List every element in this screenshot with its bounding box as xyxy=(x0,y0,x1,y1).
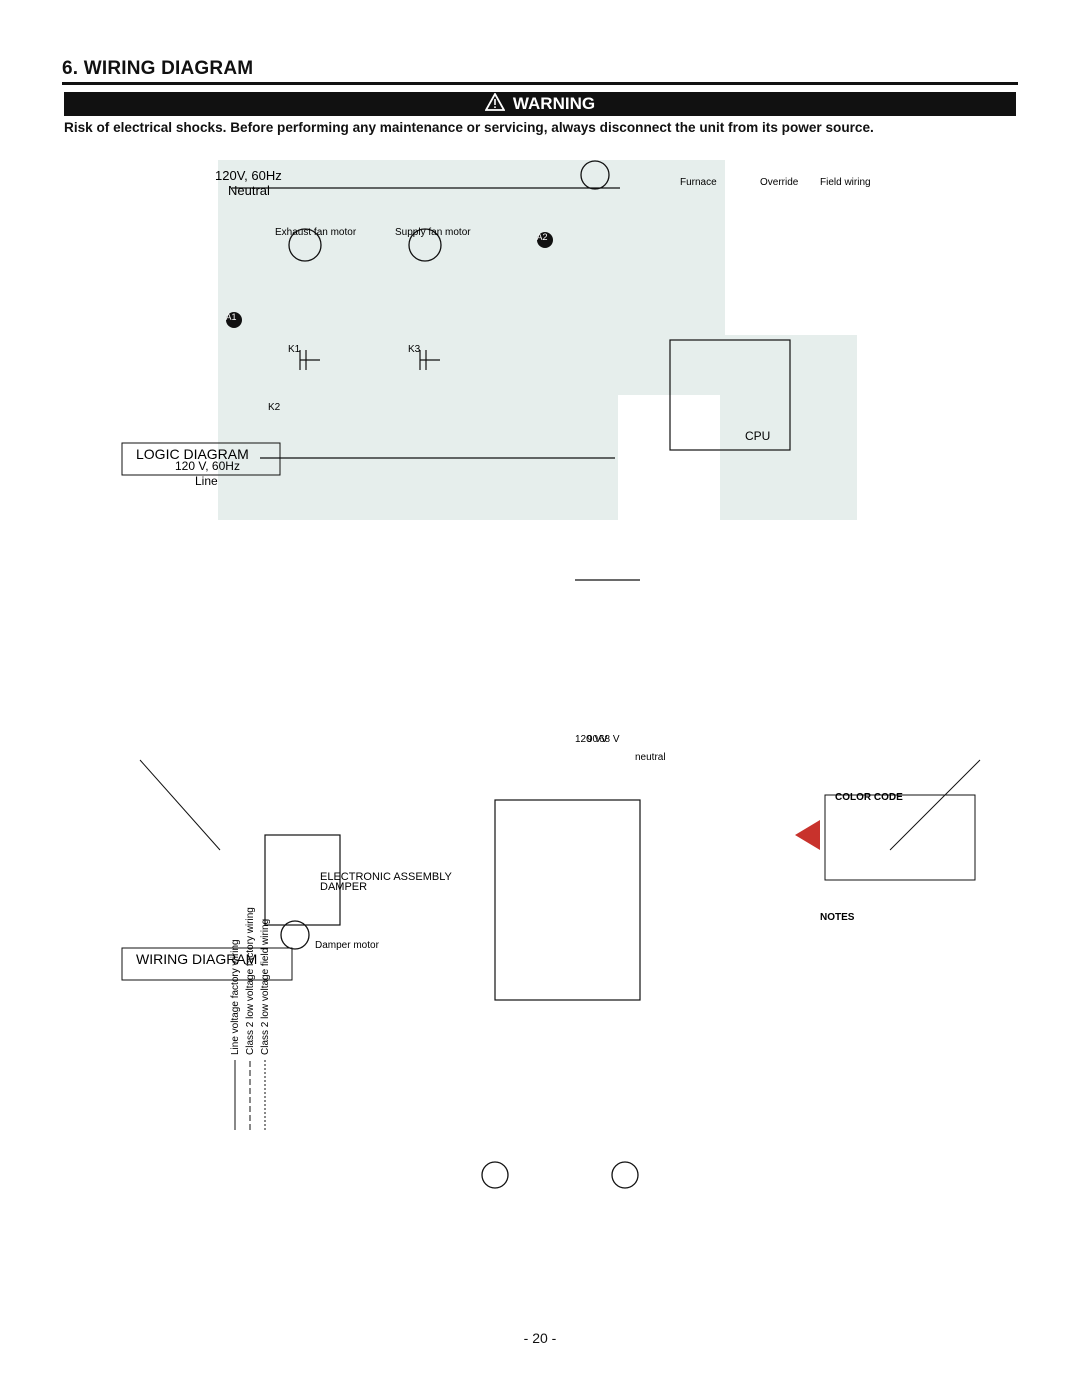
cpu-label: CPU xyxy=(745,429,770,443)
diagram-canvas: LOGIC DIAGRAM 120V, 60Hz Neutral 120 V, … xyxy=(121,160,981,1189)
supply-motor-symbol xyxy=(408,228,442,262)
wiring-damper-motor-label: Damper motor xyxy=(315,940,380,951)
wiring-damper-motor-symbol xyxy=(280,920,310,950)
critical-triangle-icon xyxy=(795,820,820,850)
warning-label: WARNING xyxy=(512,94,596,113)
legend-0: Line voltage factory wiring xyxy=(230,939,241,1055)
color-code-box xyxy=(824,794,976,881)
damper-assembly-label-1: ELECTRONIC ASSEMBLY xyxy=(320,871,452,883)
exhaust-motor-label: Exhaust fan motor xyxy=(275,227,357,238)
color-code-title: COLOR CODE xyxy=(835,792,903,803)
damper-assembly-label-0: DAMPER xyxy=(320,881,367,893)
a2-label: A2 xyxy=(536,232,547,242)
furnace-note-0: Furnace xyxy=(680,177,717,188)
field-note-0: Field wiring xyxy=(820,177,871,188)
page-number: - 20 - xyxy=(523,1330,557,1346)
legend-2: Class 2 low voltage field wiring xyxy=(260,919,271,1055)
wiring-title-box: WIRING DIAGRAM xyxy=(121,947,293,981)
warning-triangle-icon xyxy=(484,91,506,116)
damper-assembly-board xyxy=(264,834,341,926)
xfmr-90v: 90 V xyxy=(587,734,608,745)
exhaust-motor-symbol xyxy=(288,228,322,262)
logic-shaded-area-2 xyxy=(515,160,725,395)
relay-k2-label: K2 xyxy=(268,402,281,413)
supply-motor-label: Supply fan motor xyxy=(395,227,471,238)
override-note-0: Override xyxy=(760,177,799,188)
warning-text: Risk of electrical shocks. Before perfor… xyxy=(64,120,874,135)
notes-title: NOTES xyxy=(820,912,855,923)
logic-shaded-area-3 xyxy=(720,335,857,520)
a1-label: A1 xyxy=(225,312,236,322)
warning-banner: WARNING xyxy=(64,91,1016,116)
title-rule xyxy=(62,82,1018,85)
xfmr-120v: 120 V xyxy=(575,734,601,745)
xfmr-neutral: neutral xyxy=(635,752,666,763)
relay-k3-label: K3 xyxy=(408,344,421,355)
cpu-block xyxy=(669,339,791,451)
m1-motor-symbol xyxy=(481,1161,509,1189)
logic-title: LOGIC DIAGRAM xyxy=(136,446,249,462)
wiring-title: WIRING DIAGRAM xyxy=(136,951,257,967)
a1-badge xyxy=(226,312,242,328)
power-top-1: 120V, 60Hz xyxy=(215,168,282,183)
a2-badge xyxy=(537,232,553,248)
legend-1: Class 2 low voltage factory wiring xyxy=(245,907,256,1055)
electronic-assembly-board xyxy=(494,799,641,1001)
wiring-diagram-rotated: LOGIC DIAGRAM 120V, 60Hz Neutral 120 V, … xyxy=(120,160,990,1320)
xfmr-68v: 68 V xyxy=(599,734,620,745)
damper-motor-symbol xyxy=(580,160,610,190)
power-left-2: Line xyxy=(195,474,218,488)
relay-k1-label: K1 xyxy=(288,344,301,355)
wiring-diagram: WIRING DIAGRAM DAMPER ELECTRONIC ASSEMBL… xyxy=(121,759,981,1189)
power-left-1: 120 V, 60Hz xyxy=(175,459,240,473)
logic-diagram: LOGIC DIAGRAM 120V, 60Hz Neutral 120 V, … xyxy=(121,160,871,763)
power-top-2: Neutral xyxy=(228,183,270,198)
logic-title-box: LOGIC DIAGRAM xyxy=(121,442,281,476)
m2-motor-symbol xyxy=(611,1161,639,1189)
page-title: 6. WIRING DIAGRAM xyxy=(62,58,254,79)
